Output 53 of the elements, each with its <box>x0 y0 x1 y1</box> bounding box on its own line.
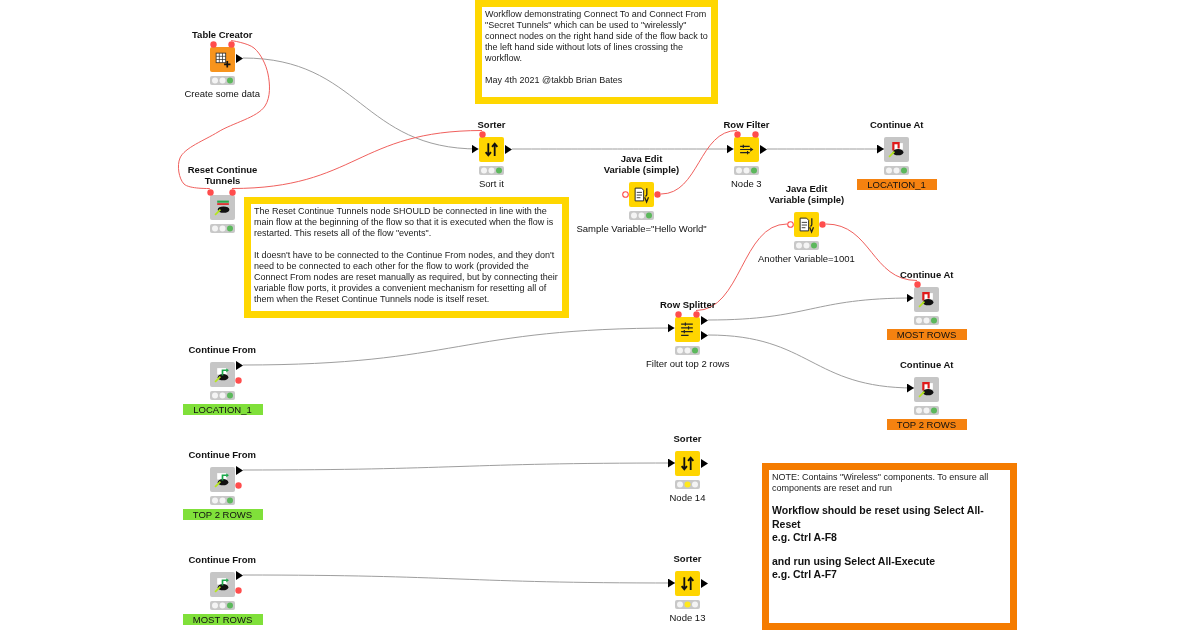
connector-line <box>825 223 918 281</box>
node-label-tag: MOST ROWS <box>182 614 263 625</box>
node-title: Continue At <box>900 269 954 280</box>
annotation-note <box>244 197 569 318</box>
note-text: Workflow demonstrating Connect To and Connect From "Secret Tunnels" which can be used to "wirelessly" connect nodes on the right hand side of the flow back to the left hand side without lots of lines crossing the workflow. <box>485 9 708 64</box>
node-title: Java Edit Variable (simple) <box>602 153 681 175</box>
node-title: Continue At <box>870 119 924 130</box>
node-caption: Sample Variable="Hello World" <box>576 223 707 234</box>
node-caption: Another Variable=1001 <box>758 253 855 264</box>
connector-line <box>231 130 483 189</box>
node-title: Continue From <box>188 554 257 565</box>
node-caption: Node 13 <box>669 612 706 623</box>
connector-arrow <box>242 323 675 366</box>
node-title: Sorter <box>673 433 702 444</box>
node-title: Continue At <box>900 359 954 370</box>
connector-line <box>660 130 738 195</box>
note-text: May 4th 2021 @takbb Brian Bates <box>485 75 624 86</box>
note-text: The Reset Continue Tunnels node SHOULD be connected in line with the main flow at the beginning of the flow so that it is executed when the flow is restarted. This resets all of the flow "events". <box>254 206 555 239</box>
connector-arrow <box>242 574 676 588</box>
connector-arrow <box>707 334 915 393</box>
note-text: e.g. Ctrl A-F7 <box>772 568 838 582</box>
node-label-tag: TOP 2 ROWS <box>182 509 263 520</box>
node-title: Row Splitter <box>660 299 716 310</box>
node-title: Reset Continue Tunnels <box>186 164 259 186</box>
node-label-tag: MOST ROWS <box>886 329 967 340</box>
node-label-tag: LOCATION_1 <box>856 179 937 190</box>
node-title: Table Creator <box>192 29 253 40</box>
node-title: Java Edit Variable (simple) <box>767 183 846 205</box>
node-title: Continue From <box>188 449 257 460</box>
node-title: Row Filter <box>723 119 770 130</box>
connector-arrow <box>242 458 676 471</box>
connector-arrow <box>242 57 479 154</box>
node-title: Sorter <box>477 119 506 130</box>
connector-line <box>177 40 270 189</box>
node-caption: Filter out top 2 rows <box>646 358 730 369</box>
node-title: Continue From <box>188 344 257 355</box>
node-caption: Create some data <box>184 88 260 99</box>
annotation-note <box>762 463 1017 630</box>
connector-line <box>695 223 788 311</box>
node-label-tag: TOP 2 ROWS <box>886 419 967 430</box>
note-text: It doesn't have to be connected to the Continue From nodes, and they don't need to be connected to each other for the flow to work (provided the Connect From nodes are reset manually as required, but by connecting their variable flow ports, it provides a convenient mechanism for resetting all of them when the Reset Continue Tunnels node is itself reset. <box>254 250 559 305</box>
annotation-note <box>475 0 718 104</box>
node-caption: Node 14 <box>669 492 706 503</box>
connector-arrow <box>707 293 914 321</box>
connector-arrow <box>766 144 885 154</box>
node-caption: Sort it <box>479 178 504 189</box>
node-label-tag: LOCATION_1 <box>182 404 263 415</box>
note-text: e.g. Ctrl A-F8 <box>772 531 838 545</box>
note-text: NOTE: Contains "Wireless" components. To ensure all components are reset and run <box>772 472 990 494</box>
node-title: Sorter <box>673 553 702 564</box>
connector-arrow <box>511 144 734 154</box>
note-text: and run using Select All-Execute <box>772 554 936 568</box>
node-caption: Node 3 <box>731 178 762 189</box>
